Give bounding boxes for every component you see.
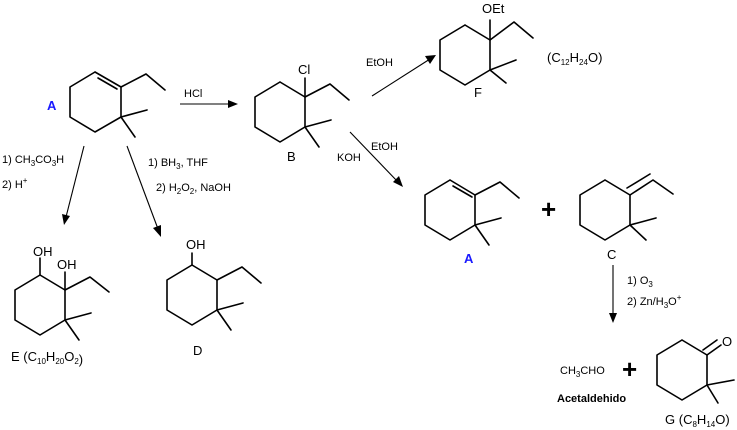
reagent-ozone: 1) O3 (627, 275, 653, 289)
label-G: G (C8H14O) (665, 412, 730, 429)
atom-O-ketone: O (722, 334, 732, 349)
molecule-D (166, 252, 262, 331)
label-F: F (474, 85, 482, 100)
molecule-A (69, 71, 166, 138)
molecule-A-product (424, 179, 520, 246)
arrow-hcl (180, 100, 238, 108)
atom-OH-E1: OH (33, 244, 53, 259)
label-A-product: A (464, 251, 474, 266)
arrow-etoh-F (371, 55, 436, 97)
atom-OH-E2: OH (57, 257, 77, 272)
plus-sign-1: + (541, 194, 556, 224)
arrow-hydroboration (126, 145, 161, 237)
arrow-peracid (62, 145, 85, 225)
reagent-peracid-2: 2) H+ (2, 176, 28, 191)
atom-OH-D: OH (186, 237, 206, 252)
arrow-koh-etoh (349, 131, 403, 187)
formula-F: (C12H24O) (547, 50, 602, 67)
reagent-etoh-A: EtOH (371, 141, 398, 153)
reagent-bh3: 1) BH3, THF (148, 157, 208, 171)
reagent-peracid-1: 1) CH3CO3H (2, 154, 64, 168)
reagent-zn: 2) Zn/H3O+ (627, 293, 682, 310)
molecule-G (656, 339, 735, 404)
reagent-hcl: HCl (184, 88, 202, 100)
molecule-C (579, 173, 674, 241)
molecule-F (439, 19, 534, 86)
label-A: A (47, 98, 57, 113)
plus-sign-2: + (622, 354, 637, 384)
reagent-h2o2: 2) H2O2, NaOH (156, 182, 231, 196)
molecule-B (254, 77, 350, 148)
atom-OEt: OEt (482, 1, 505, 16)
label-C: C (607, 247, 616, 262)
label-B: B (287, 149, 296, 164)
atom-Cl: Cl (298, 62, 310, 77)
label-D: D (193, 343, 202, 358)
arrow-ozonolysis (609, 265, 617, 323)
acetaldehyde-name: Acetaldehido (557, 393, 626, 405)
label-E: E (C10H20O2) (11, 349, 83, 367)
reagent-koh: KOH (337, 152, 361, 164)
molecule-E (14, 257, 110, 341)
acetaldehyde-formula: CH3CHO (560, 365, 605, 379)
reagent-etoh-F: EtOH (366, 57, 393, 69)
